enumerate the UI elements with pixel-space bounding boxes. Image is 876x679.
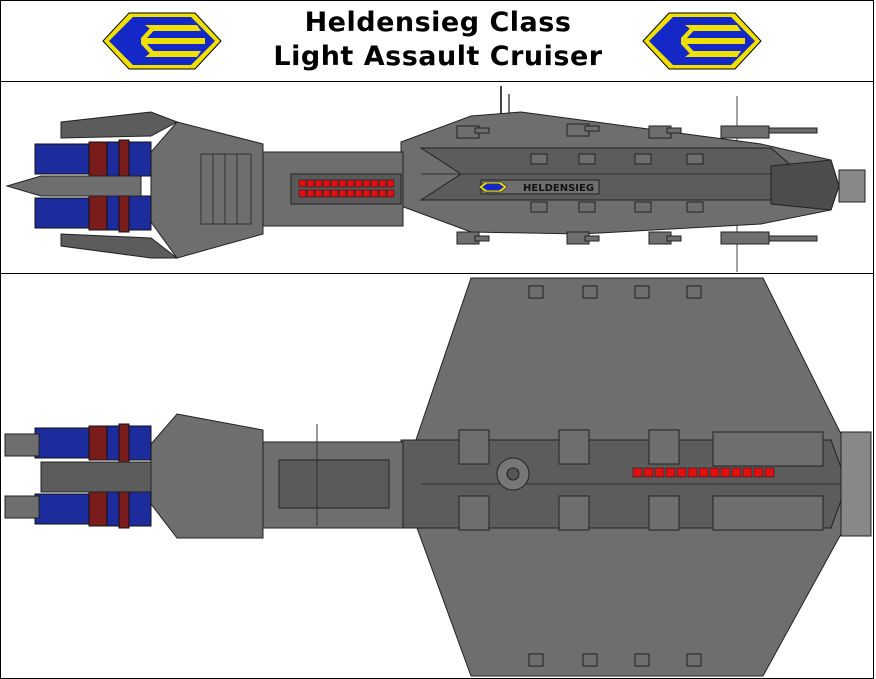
side-view-ship: HELDENSIEG xyxy=(5,86,866,272)
hull-marking-text: HELDENSIEG xyxy=(523,183,594,194)
emblem-icon xyxy=(641,11,763,71)
top-view-ship xyxy=(4,277,872,677)
title-line-1: Heldensieg Class xyxy=(304,7,572,38)
side-view-panel: HELDENSIEG xyxy=(0,81,874,274)
header-panel: Heldensieg Class Light Assault Cruiser xyxy=(0,0,874,82)
title-line-2: Light Assault Cruiser xyxy=(273,41,603,72)
top-view-panel xyxy=(0,273,874,679)
emblem-icon xyxy=(101,11,223,71)
